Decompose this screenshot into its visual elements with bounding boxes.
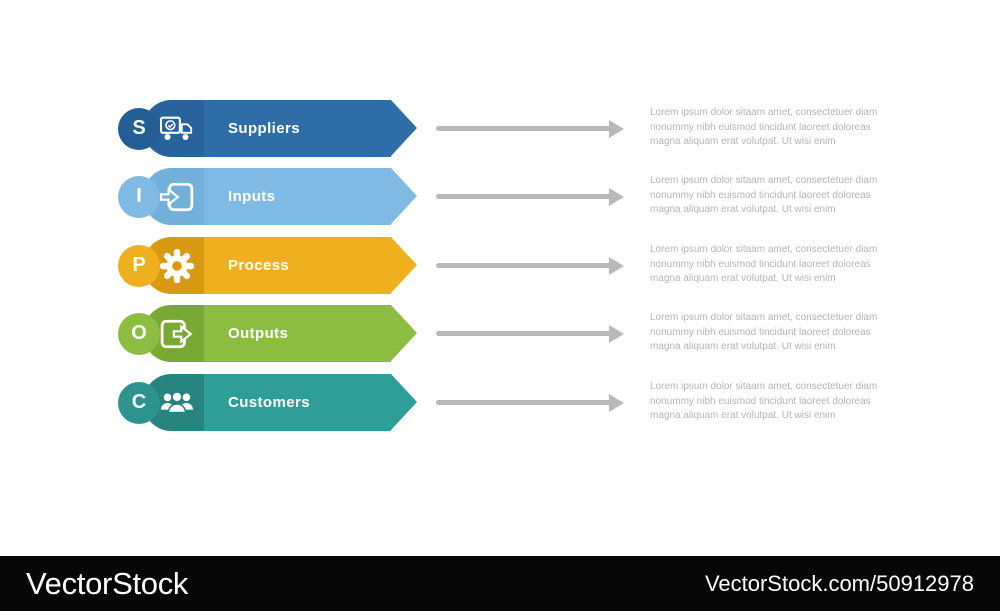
letter-badge: O [118, 312, 160, 355]
banner-label: Suppliers [228, 120, 300, 137]
letter-badge: I [118, 175, 160, 218]
description-text: Lorem ipsum dolor sitaam amet, consectet… [650, 107, 878, 147]
letter-badge: S [118, 107, 160, 150]
people-group-icon [160, 386, 194, 420]
process-row-suppliers: S Suppliers Lorem ipsum dolor sitaam ame… [0, 100, 1000, 157]
banner-label: Outputs [228, 325, 289, 342]
banner-body [204, 168, 391, 225]
delivery-truck-check-icon [160, 112, 194, 146]
flow-arrow-line [436, 126, 612, 131]
input-arrow-icon [160, 180, 194, 214]
banner-arrow-tip [391, 305, 417, 361]
flow-arrow-line [436, 400, 612, 405]
banner-body [204, 100, 391, 157]
description-text: Lorem ipsum dolor sitaam amet, consectet… [650, 381, 878, 421]
banner-body [204, 305, 391, 362]
banner-body [204, 237, 391, 294]
flow-arrow [436, 393, 626, 412]
description-text: Lorem ipsum dolor sitaam amet, consectet… [650, 175, 878, 215]
banner-label: Customers [228, 394, 310, 411]
letter-badge: C [118, 381, 160, 424]
process-row-customers: C Customers Lorem ipsum dolor sitaam ame… [0, 374, 1000, 431]
letter-badge: P [118, 244, 160, 287]
process-row-outputs: O Outputs Lorem ipsum dolor sitaam amet,… [0, 305, 1000, 362]
process-row-process: P Process Lorem ipsum dolor sitaam amet,… [0, 237, 1000, 294]
vectorstock-credit-url: VectorStock.com/50912978 [704, 570, 974, 596]
description-text: Lorem ipsum dolor sitaam amet, consectet… [650, 312, 878, 352]
banner-arrow-tip [391, 100, 417, 156]
flow-arrow-line [436, 263, 612, 268]
flow-arrow [436, 187, 626, 206]
banner-label: Process [228, 257, 290, 274]
flow-arrow-line [436, 194, 612, 199]
flow-arrow-head [609, 187, 624, 206]
process-row-inputs: I Inputs Lorem ipsum dolor sitaam amet, … [0, 168, 1000, 225]
output-arrow-icon [160, 317, 194, 351]
flow-arrow [436, 119, 626, 138]
flow-arrow-head [609, 324, 624, 343]
banner-arrow-tip [391, 237, 417, 293]
banner-arrow-tip [391, 168, 417, 224]
flow-arrow-line [436, 331, 612, 336]
vectorstock-logo: VectorStock [26, 565, 189, 601]
flow-arrow-head [609, 119, 624, 138]
description-text: Lorem ipsum dolor sitaam amet, consectet… [650, 244, 878, 284]
banner-body [204, 374, 391, 431]
flow-arrow-head [609, 256, 624, 275]
flow-arrow [436, 324, 626, 343]
gear-icon [160, 249, 194, 283]
watermark-bar: VectorStock VectorStock.com/50912978 [0, 556, 1000, 611]
banner-arrow-tip [391, 374, 417, 430]
flow-arrow-head [609, 393, 624, 412]
banner-label: Inputs [228, 188, 276, 205]
flow-arrow [436, 256, 626, 275]
